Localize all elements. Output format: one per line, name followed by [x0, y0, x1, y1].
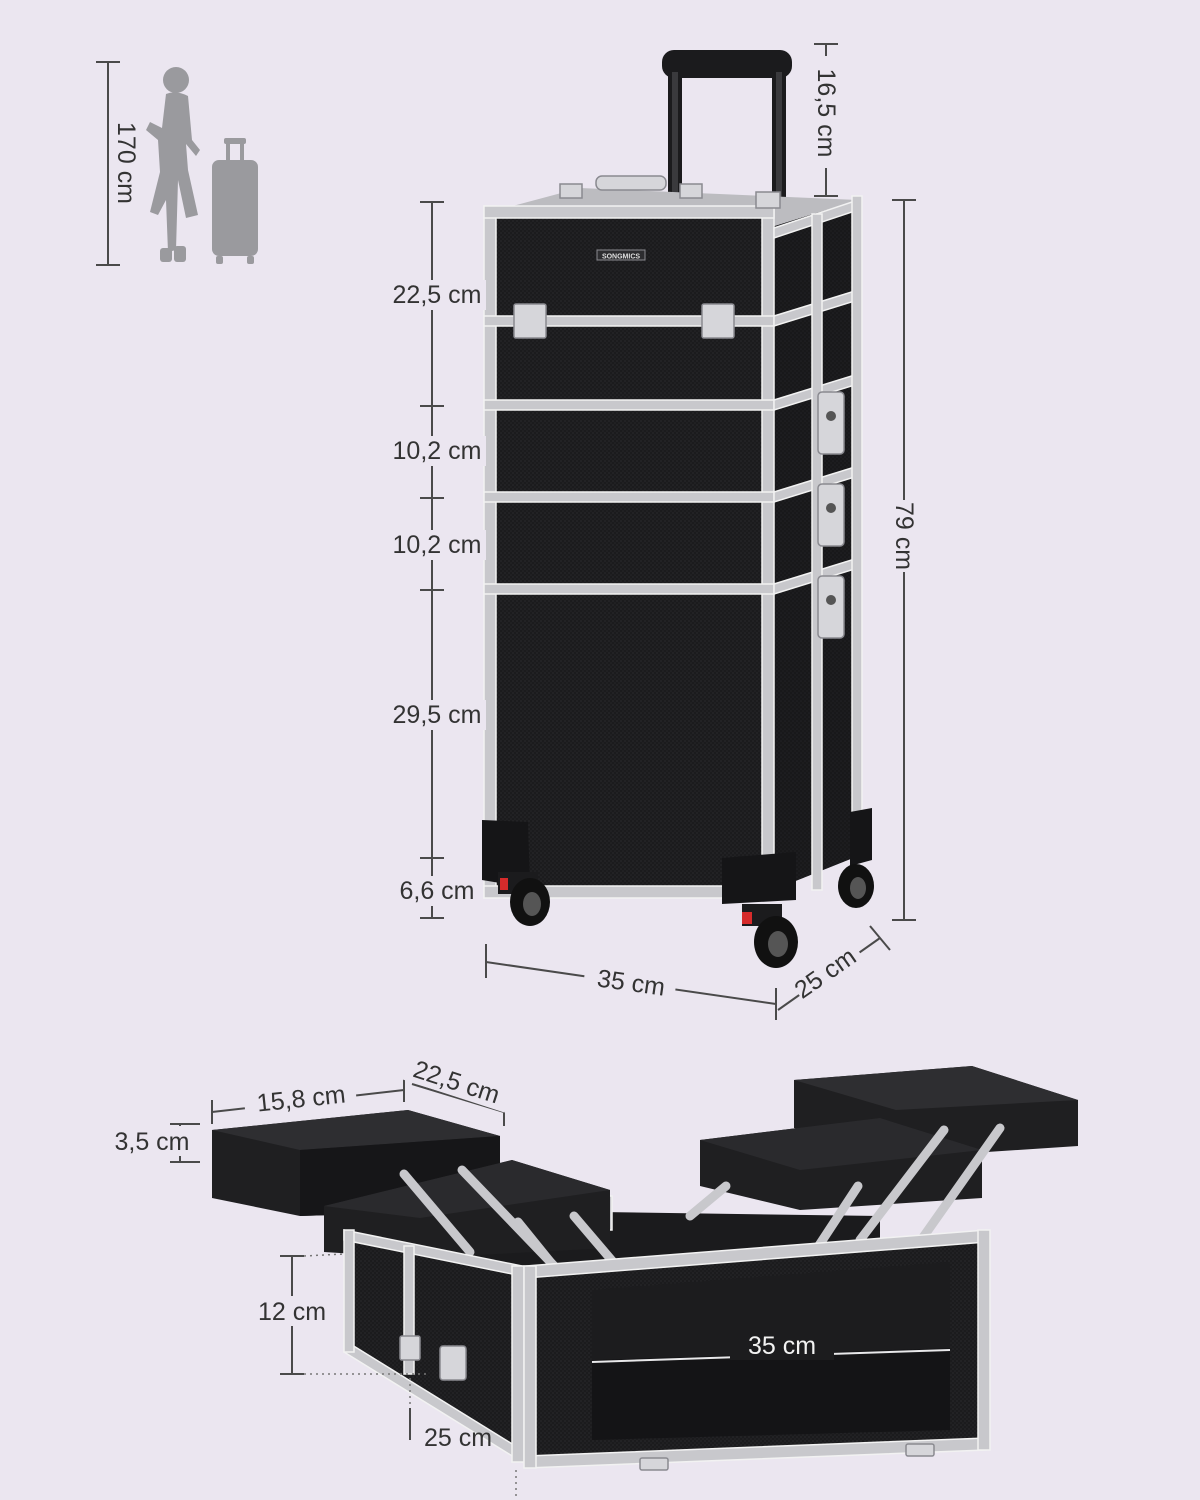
brand-logo: SONGMICS	[602, 254, 640, 261]
base-width-label: 35 cm	[748, 1332, 816, 1360]
trolley-case-open	[212, 1066, 1078, 1471]
trolley-case-upright: SONGMICS	[482, 50, 874, 968]
scale-reference: 170 cm	[96, 61, 258, 266]
person-silhouette-icon	[146, 67, 200, 262]
lock-icon	[817, 391, 845, 639]
suitcase-icon	[212, 138, 258, 264]
total-height-label: 79 cm	[890, 502, 918, 570]
tray-depth-label: 3,5 cm	[114, 1128, 189, 1156]
section-5-label: 6,6 cm	[399, 877, 474, 905]
base-depth-label: 25 cm	[424, 1424, 492, 1452]
open-dimensions: 15,8 cm 22,5 cm 3,5 cm 12 cm 25 cm 35 cm	[106, 1049, 834, 1496]
hinge-icon	[513, 303, 735, 339]
section-1-label: 22,5 cm	[393, 281, 482, 309]
tray-length-label: 22,5 cm	[410, 1055, 503, 1109]
wheel-icon	[498, 864, 874, 968]
person-height-label: 170 cm	[112, 122, 140, 204]
section-2-label: 10,2 cm	[393, 437, 482, 465]
section-3-label: 10,2 cm	[393, 531, 482, 559]
section-4-label: 29,5 cm	[393, 701, 482, 729]
telescopic-handle	[662, 50, 792, 200]
handle-height-label: 16,5 cm	[812, 69, 840, 158]
base-height-label: 12 cm	[258, 1298, 326, 1326]
